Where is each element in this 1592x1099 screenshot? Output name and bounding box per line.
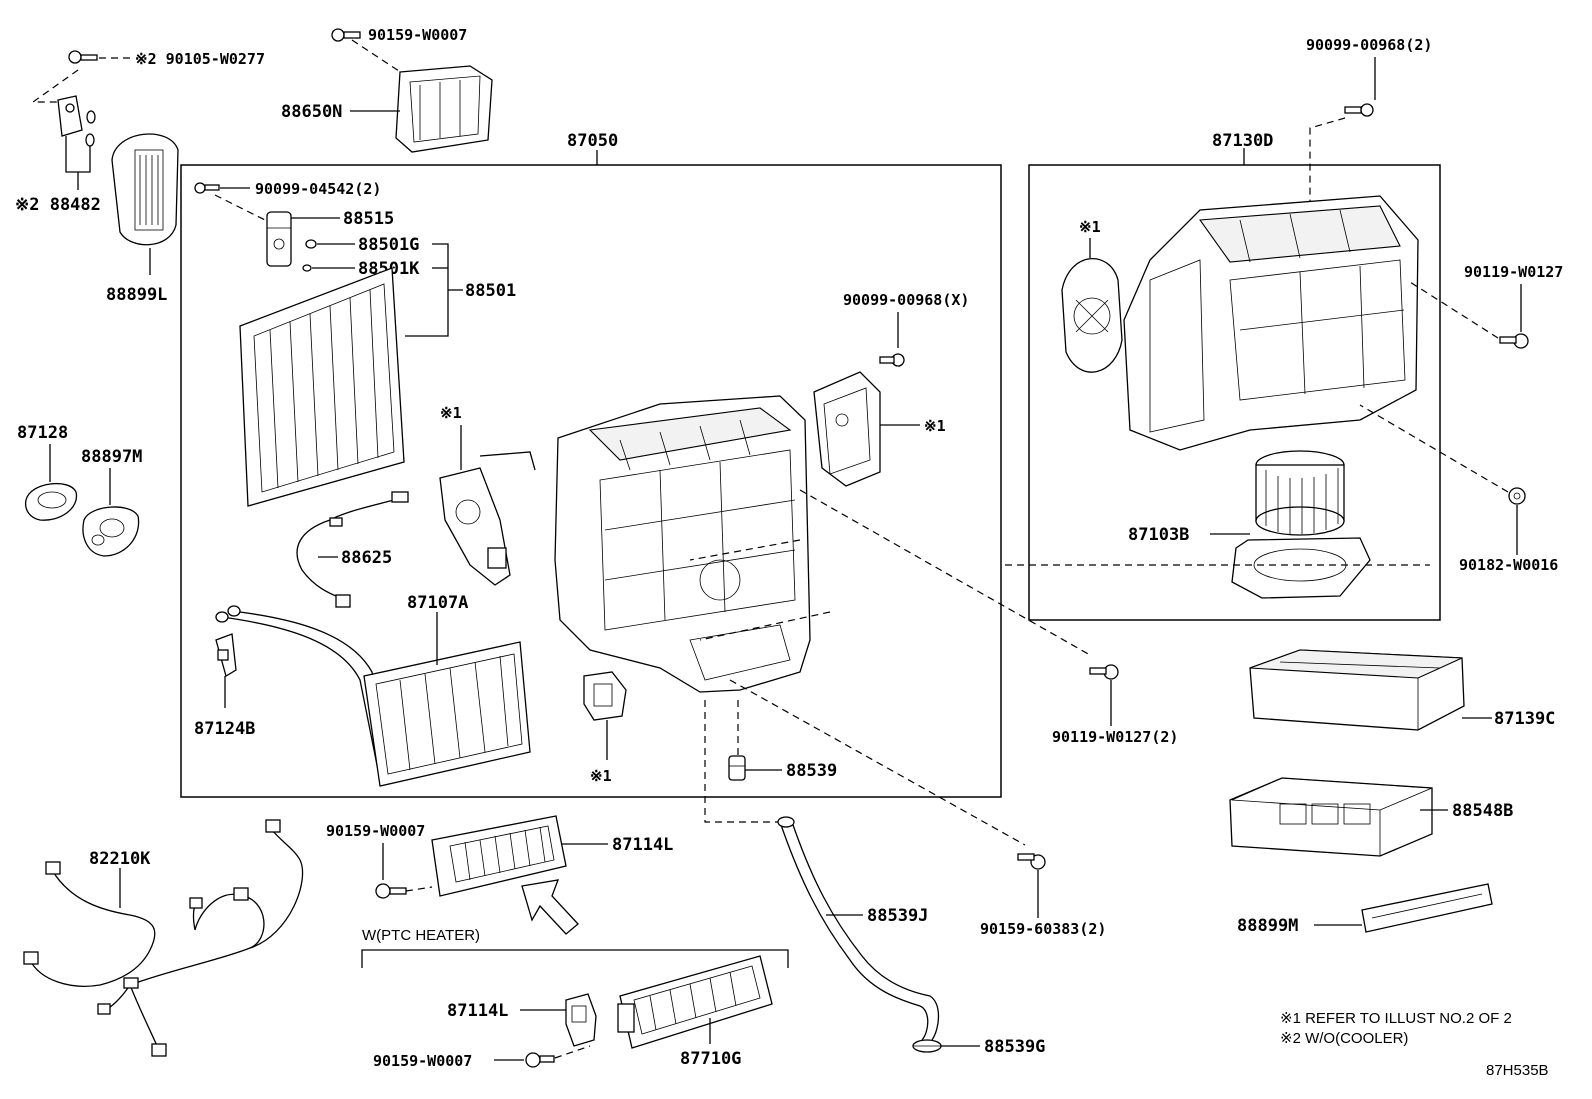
label-88548b: 88548B — [1452, 801, 1513, 821]
label-87050: 87050 — [567, 131, 618, 151]
bolt-90159-mid-icon — [375, 883, 407, 899]
bracket-88482-icon — [57, 95, 96, 147]
label-88539g: 88539G — [984, 1037, 1045, 1057]
label-90119-w0127-2: 90119-W0127(2) — [1052, 728, 1178, 746]
hvac-unit-87050-icon — [479, 395, 811, 693]
oring-88501g-icon — [305, 239, 317, 249]
drain-hose-88539j-icon — [777, 816, 940, 1041]
label-82210k: 82210K — [89, 849, 151, 869]
label-88899m: 88899M — [1237, 916, 1298, 936]
servo-motor-right-icon — [813, 371, 881, 487]
valve-88515-icon — [266, 211, 292, 267]
label-90159-w0007-mid: 90159-W0007 — [326, 822, 425, 840]
damper-actuator-left-icon — [439, 467, 511, 586]
bolt-90159-bottom-icon — [525, 1052, 555, 1068]
bolt-90119-w0127-icon — [1499, 333, 1529, 349]
clamp-87124b-icon — [215, 633, 237, 677]
label-ptc-heater-group: W(PTC HEATER) — [362, 927, 480, 944]
bolt-90119-w0127-2-icon — [1089, 664, 1119, 680]
label-87107a: 87107A — [407, 593, 468, 613]
sensor-88625-icon — [296, 491, 409, 608]
label-90159-w0007-bottom: 90159-W0007 — [373, 1052, 472, 1070]
label-87114l-bottom: 87114L — [447, 1001, 508, 1021]
label-87128: 87128 — [17, 423, 68, 443]
clip-88539g-icon — [912, 1039, 942, 1053]
label-88501: 88501 — [465, 281, 516, 301]
label-90182-w0016: 90182-W0016 — [1459, 556, 1558, 574]
label-90119-w0127: 90119-W0127 — [1464, 263, 1563, 281]
footnote-2: ※2 W/O(COOLER) — [1280, 1030, 1408, 1047]
module-88650n-icon — [395, 65, 493, 153]
label-90105-w0277: ※2 90105-W0277 — [135, 50, 265, 68]
assembly-box-87130d — [1028, 164, 1441, 621]
label-87139c: 87139C — [1494, 709, 1555, 729]
ref-note-1b: ※1 — [924, 417, 946, 435]
illustration-code: 87H535B — [1486, 1062, 1549, 1079]
label-88482: ※2 88482 — [15, 195, 101, 215]
ptc-heater-bracket — [361, 949, 789, 968]
label-88539j: 88539J — [867, 906, 928, 926]
label-88899l: 88899L — [106, 285, 167, 305]
footnote-1: ※1 REFER TO ILLUST NO.2 OF 2 — [1280, 1010, 1512, 1027]
ptc-heater-87114l-icon — [431, 815, 567, 897]
bolt-90105-icon — [68, 50, 98, 64]
label-87710g: 87710G — [680, 1049, 741, 1069]
servo-motor-bottom-icon — [583, 671, 627, 721]
blower-motor-87103b-icon — [1231, 450, 1371, 599]
screw-90099-x-icon — [879, 353, 905, 367]
label-88539: 88539 — [786, 761, 837, 781]
label-90099-00968-2: 90099-00968(2) — [1306, 36, 1432, 54]
panel-88899m-icon — [1361, 883, 1493, 933]
blower-case-87130d-icon — [1123, 195, 1419, 451]
label-87130d: 87130D — [1212, 131, 1273, 151]
evaporator-88501-icon — [239, 267, 405, 507]
oring-88501k-icon — [302, 264, 312, 272]
wire-harness-82210k-icon — [23, 819, 304, 1057]
grommet-88897m-icon — [82, 506, 140, 557]
label-90159-60383: 90159-60383(2) — [980, 920, 1106, 938]
label-87124b: 87124B — [194, 719, 255, 739]
ref-note-1a: ※1 — [440, 404, 462, 422]
ptc-heater-87710g-icon — [617, 955, 773, 1049]
label-88625: 88625 — [341, 548, 392, 568]
filter-87139c-icon — [1249, 649, 1465, 731]
label-87114l-top: 87114L — [612, 835, 673, 855]
front-direction-arrow-icon — [521, 879, 579, 935]
blower-cover-icon — [1061, 257, 1123, 373]
drain-88539-icon — [728, 755, 746, 781]
nut-90182-w0016-icon — [1508, 487, 1526, 505]
ref-note-1c: ※1 — [1079, 218, 1101, 236]
bolt-90159-top-icon — [331, 28, 361, 42]
bolt-90159-60383-icon — [1017, 853, 1046, 870]
assembly-box-87050 — [180, 164, 1002, 798]
cover-88899l-icon — [111, 133, 179, 246]
screw-90099-2-icon — [1344, 103, 1374, 117]
heater-core-87107a-icon — [215, 605, 531, 787]
label-88897m: 88897M — [81, 447, 142, 467]
ref-note-1d: ※1 — [590, 767, 612, 785]
bolt-90099-04542-icon — [194, 182, 220, 194]
grommet-87128-icon — [24, 482, 78, 521]
label-90159-w0007-top: 90159-W0007 — [368, 26, 467, 44]
label-88501g: 88501G — [358, 235, 419, 255]
label-88515: 88515 — [343, 209, 394, 229]
label-90099-04542: 90099-04542(2) — [255, 180, 381, 198]
label-88650n: 88650N — [281, 102, 342, 122]
label-87103b: 87103B — [1128, 525, 1189, 545]
label-90099-00968-x: 90099-00968(X) — [843, 291, 969, 309]
filter-frame-88548b-icon — [1229, 777, 1433, 857]
ptc-relay-87114l-icon — [565, 993, 597, 1047]
